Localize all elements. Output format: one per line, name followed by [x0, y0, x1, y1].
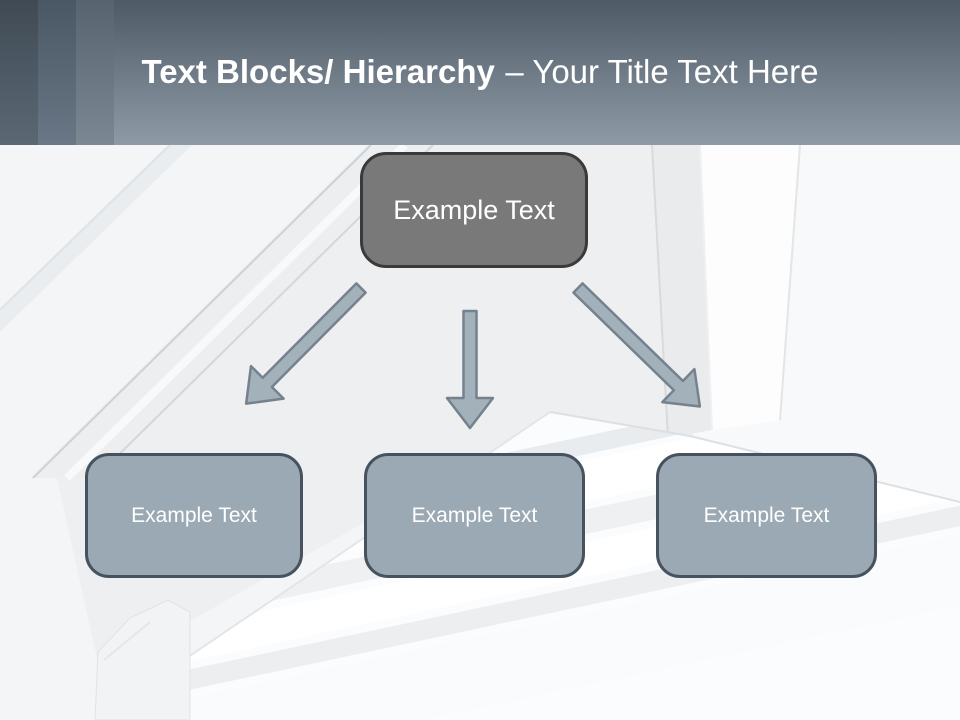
slide-title: Text Blocks/ Hierarchy – Your Title Text … — [0, 48, 960, 96]
header-accent-stripe-1 — [0, 0, 38, 145]
root-text-block: Example Text — [360, 152, 588, 268]
slide-title-regular: – Your Title Text Here — [505, 53, 819, 90]
slide-header: Text Blocks/ Hierarchy – Your Title Text … — [0, 0, 960, 145]
child-text-block-3-label: Example Text — [703, 503, 830, 527]
vertical-frame-member — [651, 144, 801, 439]
outer-frame-edge — [0, 145, 192, 332]
child-text-block-3: Example Text — [656, 453, 877, 578]
header-accent-stripe-2 — [38, 0, 76, 145]
root-text-block-label: Example Text — [393, 194, 555, 225]
slide-title-bold: Text Blocks/ Hierarchy — [141, 53, 495, 90]
child-text-block-1-label: Example Text — [131, 503, 257, 527]
child-text-block-2-label: Example Text — [411, 503, 538, 527]
header-accent-stripe-3 — [76, 0, 114, 145]
child-text-block-1: Example Text — [85, 453, 303, 578]
sill-corner-profile — [94, 599, 191, 720]
child-text-block-2: Example Text — [364, 453, 585, 578]
